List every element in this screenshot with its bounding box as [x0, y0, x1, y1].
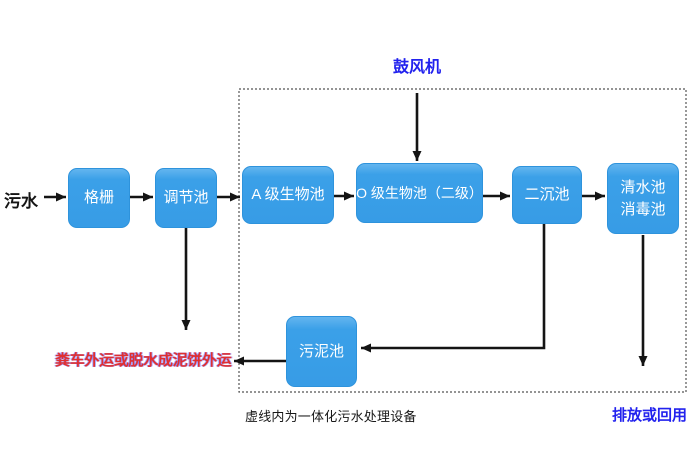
- node-a-bio-tank: A 级生物池: [242, 166, 334, 224]
- blower-label: 鼓风机: [392, 59, 441, 76]
- dashed-equipment-boundary: [238, 88, 687, 393]
- node-secondary-sedimentation-tank: 二沉池: [512, 166, 582, 224]
- boundary-caption: 虚线内为一体化污水处理设备: [245, 409, 417, 424]
- node-grid: 格栅: [68, 168, 130, 228]
- node-o-bio-tank: O 级生物池（二级）: [356, 163, 483, 223]
- discharge-label: 排放或回用: [612, 407, 688, 424]
- node-regulating-tank: 调节池: [155, 168, 217, 228]
- node-sludge-tank: 污泥池: [286, 316, 357, 387]
- influent-label: 污水: [4, 192, 38, 211]
- arrow-sedimentation-to-sludge: [361, 223, 546, 353]
- clearwater-label-line1: 清水池: [620, 178, 666, 196]
- sludge-disposal-label: 粪车外运或脱水成泥饼外运: [55, 352, 232, 369]
- node-clearwater-disinfection-tank: 清水池 消毒池: [607, 163, 679, 234]
- clearwater-label-line2: 消毒池: [620, 200, 666, 218]
